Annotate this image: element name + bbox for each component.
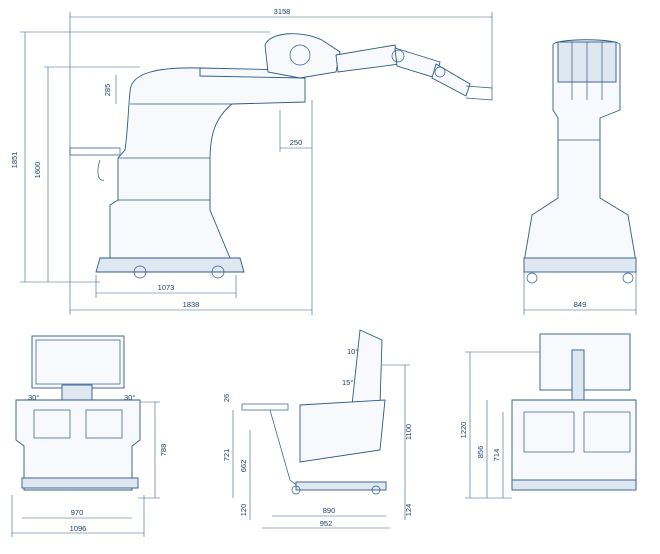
label-total-depth: 952	[320, 519, 333, 528]
console-side-armrest	[241, 403, 289, 411]
label-front-width: 849	[574, 300, 587, 309]
console-back-stem	[571, 349, 585, 401]
cart-cable-hook	[97, 159, 105, 181]
console-side-monitor	[351, 329, 383, 406]
label-reach: 3158	[274, 7, 291, 16]
label-base-length: 1073	[158, 283, 175, 292]
front-column	[523, 39, 637, 263]
console-monitor-screen	[35, 339, 121, 385]
arm-shoulder	[264, 33, 341, 79]
arm-joint-wrist	[434, 66, 446, 78]
console-front-view: 30° 30° 788 970 1096	[11, 335, 168, 537]
arm-upper-link	[335, 44, 401, 73]
label-pedal-height: 662	[239, 460, 248, 473]
label-armrest-height: 721	[222, 449, 231, 462]
arm-instrument	[465, 85, 493, 101]
label-angle-mid: 15°	[342, 378, 353, 387]
label-column-height: 1600	[33, 162, 42, 179]
cart-base	[95, 257, 245, 273]
console-side-leg	[269, 409, 301, 489]
label-armrest: 26	[222, 394, 231, 402]
console-back-base	[511, 479, 637, 491]
arm-wrist-link	[431, 63, 471, 97]
label-total-height: 1851	[10, 152, 19, 169]
label-back-total-height: 1220	[459, 422, 468, 439]
cart-wheel-rear	[211, 265, 225, 279]
front-wheel-right	[622, 272, 634, 284]
console-back-panel-right	[583, 411, 631, 453]
console-back-monitor	[539, 333, 631, 391]
console-side-wheel-rear	[371, 485, 381, 495]
label-inner-width: 970	[71, 508, 84, 517]
label-console-side-height: 1100	[404, 424, 413, 440]
label-console-height: 788	[159, 444, 168, 457]
console-side-view: 10° 15° 26 721 662 120 1100 124 890 952	[222, 329, 413, 529]
console-hand-controller-right	[85, 409, 123, 439]
cart-wheel-front	[133, 265, 147, 279]
label-base: 120	[239, 504, 248, 517]
console-back-panel-left	[523, 411, 575, 453]
front-wheel-left	[526, 272, 538, 284]
label-outer-width: 1096	[70, 524, 87, 533]
cart-side-view: 3158 1851 1600 285 250	[10, 7, 493, 315]
label-back-body-height: 856	[476, 446, 485, 459]
arm-joint-shoulder	[289, 44, 311, 66]
label-inner-depth: 890	[323, 506, 336, 515]
console-monitor	[31, 335, 125, 389]
label-angle-left: 30°	[28, 393, 39, 402]
label-offset: 250	[290, 138, 303, 147]
console-side-body	[299, 399, 386, 463]
arm-joint-elbow	[391, 49, 405, 63]
cart-front-view: 849	[523, 39, 637, 315]
console-hand-controller-left	[33, 409, 71, 439]
front-base	[523, 257, 637, 273]
label-angle-right: 30°	[124, 393, 135, 402]
label-back-panel-height: 714	[492, 449, 501, 462]
cart-handle	[69, 147, 121, 156]
label-footrest: 124	[404, 504, 413, 517]
label-total-length: 1838	[183, 300, 200, 309]
console-body	[15, 399, 141, 491]
cart-column	[109, 67, 306, 271]
console-side-wheel-front	[291, 485, 301, 495]
label-angle-top: 10°	[347, 347, 358, 356]
console-base	[21, 477, 139, 489]
console-back-view: 1220 856 714	[459, 333, 637, 499]
label-arm-thickness: 285	[103, 84, 112, 97]
